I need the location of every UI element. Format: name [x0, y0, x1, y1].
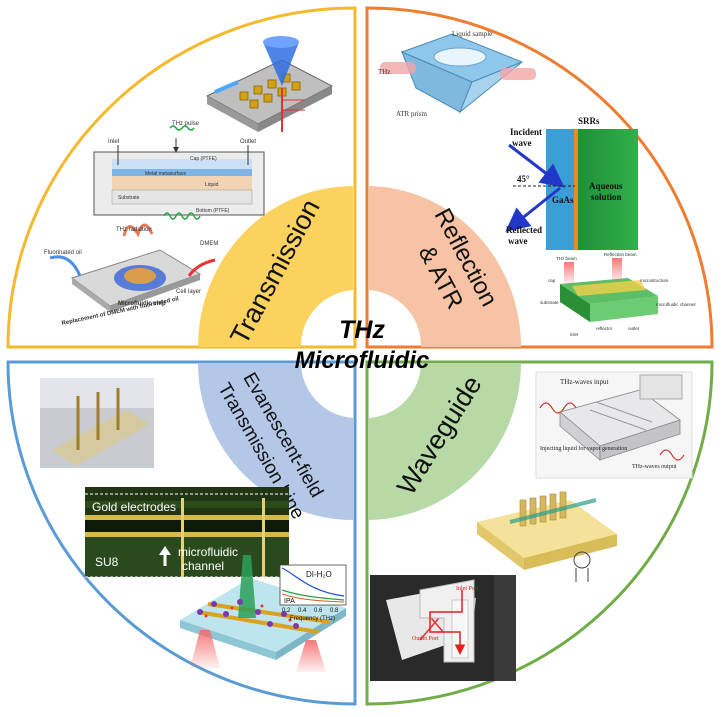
- label-thz: THz: [378, 68, 390, 76]
- label-microstructure: microstructure: [640, 278, 669, 283]
- inset-tick-3: 0.6: [314, 608, 323, 614]
- label-dmem: DMEM: [200, 241, 218, 247]
- label-liquid: Liquid: [205, 182, 219, 188]
- transmission-metasurface-device-image: [205, 36, 334, 132]
- transmission-sector: [198, 186, 353, 347]
- waveguide-frame: [365, 360, 714, 706]
- inset-tick-2: 0.4: [298, 608, 307, 614]
- reflection-sector: [369, 186, 521, 347]
- label-microfluidic-channel: microfluidic channel: [656, 302, 696, 307]
- label-metasurface: Metal metasurface: [145, 171, 186, 177]
- transmission-cell-chip-image: THz radiation DMEM Fluorinated oil Cell …: [44, 223, 218, 327]
- label-cap: Cap (PTFE): [190, 156, 217, 162]
- inset-tick-1: 0.2: [282, 608, 291, 614]
- label-solution: solution: [591, 192, 622, 202]
- label-angle: 45°: [517, 174, 530, 184]
- inset-tick-4: 0.8: [330, 608, 339, 614]
- waveguide-sector: [369, 363, 521, 520]
- inset-transmission-spectrum-chart: DI-H₂O IPA 0.2 0.4 0.6 0.8 Frequency (TH…: [279, 564, 347, 622]
- label-reflector: reflector: [596, 326, 613, 331]
- label-gold-electrodes: Gold electrodes: [92, 500, 176, 514]
- transmission-cell-cross-section-image: Inlet THz pulse Outlet Cap (PTFE) Metal …: [93, 121, 265, 220]
- inset-legend-ipa: IPA: [284, 598, 295, 605]
- label-cap-r: cap: [548, 278, 556, 283]
- label-thz-radiation: THz radiation: [116, 227, 152, 233]
- evanescent-sector: [198, 363, 353, 520]
- label-microfluidic: microfluidic: [178, 545, 238, 559]
- label-waves-input: THz-waves input: [560, 378, 608, 386]
- label-inlet-r: inlet: [570, 332, 579, 337]
- label-chip: Microfluidic chip: [118, 301, 166, 307]
- label-incident-wave: wave: [512, 138, 532, 148]
- label-cell-layer: Cell layer: [176, 289, 201, 295]
- label-outlet-port: Outlet Port: [412, 636, 439, 642]
- label-inlet: Inlet: [108, 139, 120, 145]
- label-injecting: Injecting liquid for vapor generation: [540, 445, 627, 452]
- inset-x-axis: Frequency (THz): [290, 616, 335, 622]
- label-incident: Incident: [510, 127, 542, 137]
- label-outlet-r: outlet: [628, 326, 640, 331]
- label-outlet: Outlet: [240, 139, 256, 145]
- label-aqueous: Aqueous: [589, 181, 623, 191]
- label-su8: SU8: [95, 555, 119, 569]
- transmission-line-photo: [40, 378, 154, 468]
- label-gaas: GaAs: [552, 195, 574, 205]
- label-liquid-sample: Liquid sample: [452, 30, 492, 38]
- label-substrate: Substrate: [118, 195, 140, 201]
- atr-prism-image: Liquid sample THz ATR prism: [378, 30, 536, 118]
- label-srrs: SRRs: [578, 116, 600, 126]
- label-atr-prism: ATR prism: [396, 110, 427, 118]
- evanescent-frame: [6, 360, 357, 706]
- label-waves-output: THz-waves output: [632, 464, 677, 470]
- reflection-frame: [365, 6, 714, 349]
- microscope-image: Gold electrodes SU8 microfluidic channel: [85, 487, 289, 578]
- label-reflected-wave: wave: [508, 236, 528, 246]
- label-reflected: Reflected: [506, 225, 542, 235]
- label-reflection-beam: Reflection beam: [604, 252, 637, 257]
- inset-legend-water: DI-H₂O: [306, 570, 332, 579]
- center-title-line2: Microfluidic: [295, 347, 430, 374]
- waveguide-comb-structure-image: [477, 491, 617, 582]
- label-thz-pulse: THz pulse: [172, 121, 200, 127]
- label-inlet-port: Inlet Port: [456, 586, 479, 592]
- label-bottom: Bottom (PTFE): [196, 208, 230, 214]
- label-channel: channel: [182, 559, 224, 573]
- center-title-line1: THz: [339, 316, 385, 344]
- waveguide-vapor-chip-image: THz-waves input Injecting liquid for vap…: [535, 371, 693, 479]
- reflection-microfluidic-chip-image: THz beam Reflection beam cap microstruct…: [540, 252, 696, 337]
- label-thz-beam: THz beam: [556, 256, 577, 261]
- transmission-frame: [6, 6, 357, 349]
- label-fluorinated-oil: Fluorinated oil: [44, 250, 82, 256]
- waveguide-ports-photo: Inlet Port Outlet Port: [412, 575, 516, 681]
- srr-gaas-schematic-image: SRRs Incident wave 45° GaAs Aqueous solu…: [505, 116, 638, 250]
- label-substrate-r: substrate: [540, 300, 559, 305]
